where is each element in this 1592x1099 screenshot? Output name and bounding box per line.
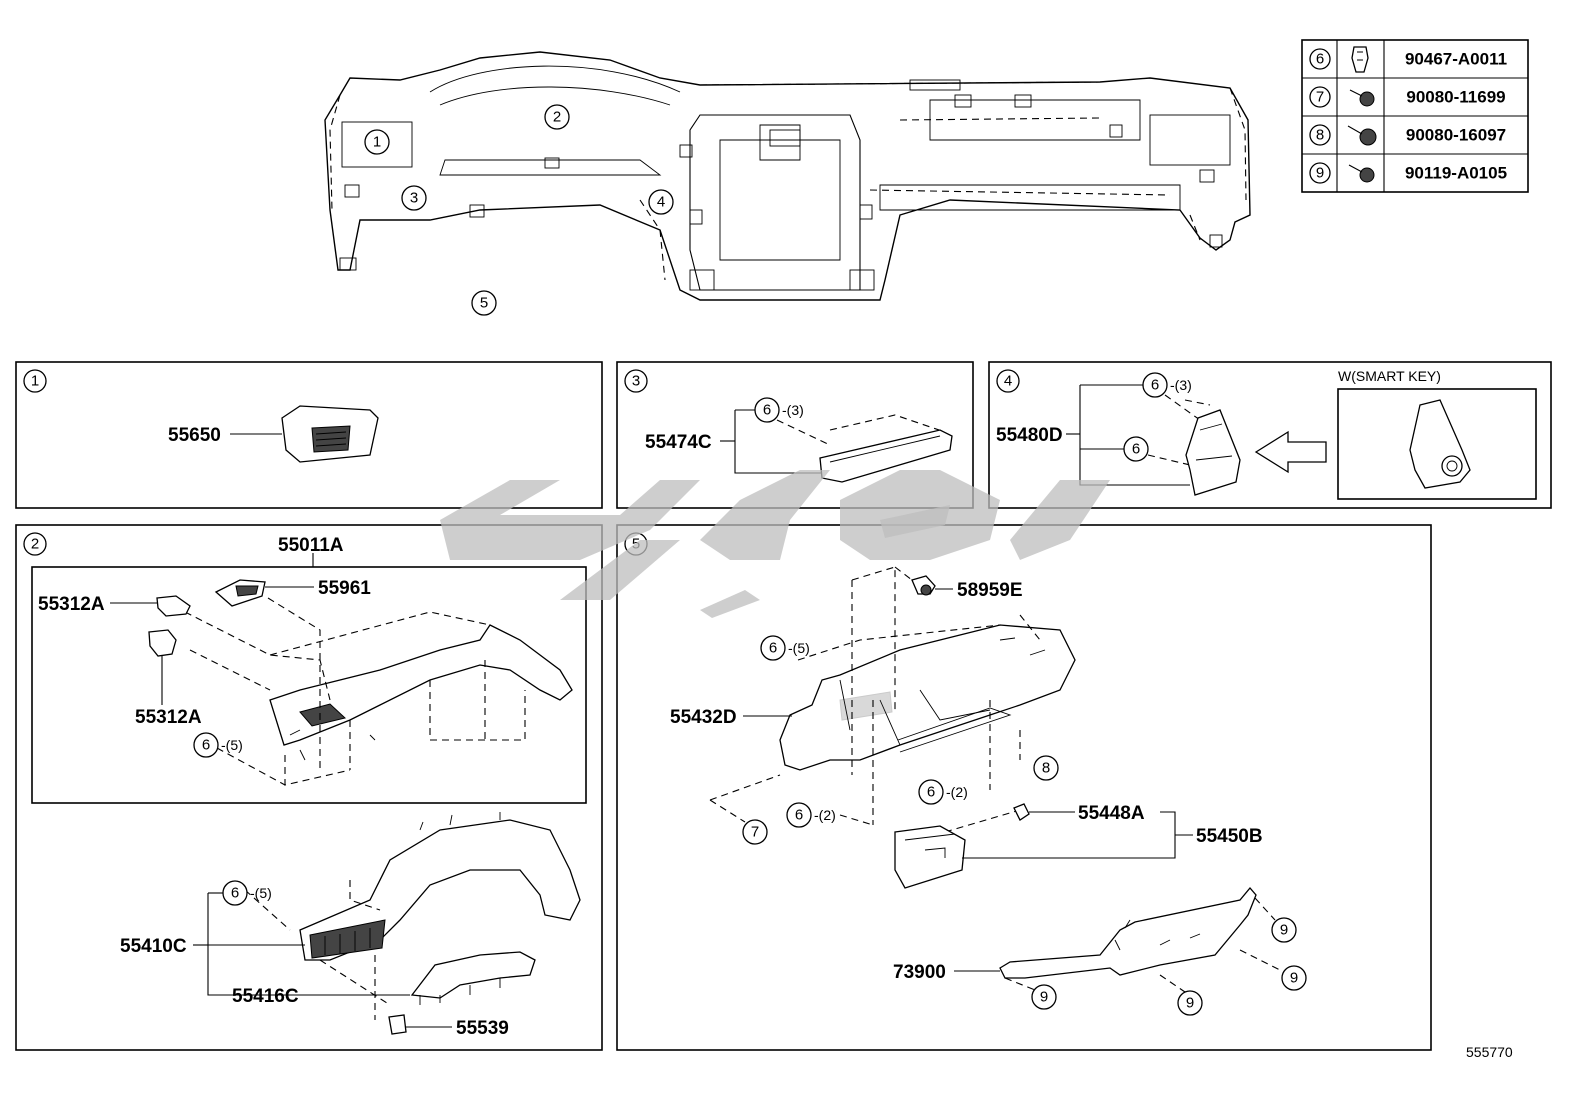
- svg-text:9: 9: [1290, 970, 1298, 987]
- svg-text:2: 2: [31, 536, 39, 553]
- fastener-row: 9 90119-A0105: [1309, 162, 1507, 184]
- overview-callout-4: 4: [648, 189, 674, 215]
- svg-text:5: 5: [480, 295, 488, 312]
- clip-part-55312a-side: [148, 629, 177, 657]
- svg-text:6: 6: [795, 807, 803, 824]
- svg-text:7: 7: [1316, 89, 1324, 106]
- screw-part-58959e: [911, 575, 936, 596]
- svg-text:-(5): -(5): [788, 640, 810, 656]
- variant-label: W(SMART KEY): [1338, 368, 1441, 384]
- brace-part: [999, 886, 1257, 979]
- part-label: 55416C: [232, 986, 299, 1007]
- glove-box-part: [894, 825, 966, 889]
- svg-text:6: 6: [231, 885, 239, 902]
- overview-callout-3: 3: [401, 185, 427, 211]
- panel-3-trim: 3 55474C 6 -(3): [616, 361, 974, 509]
- fastener-row: 8 90080-16097: [1309, 124, 1506, 146]
- part-label: 55474C: [645, 432, 712, 453]
- part-label: 55432D: [670, 707, 737, 728]
- svg-text:6: 6: [202, 737, 210, 754]
- svg-text:4: 4: [1004, 373, 1012, 390]
- watermark-logo: [440, 470, 1110, 618]
- svg-text:9: 9: [1040, 989, 1048, 1006]
- svg-text:6: 6: [1316, 51, 1324, 68]
- svg-text:-(3): -(3): [782, 402, 804, 418]
- overview-callout-2: 2: [544, 104, 570, 130]
- svg-text:90119-A0105: 90119-A0105: [1405, 164, 1507, 183]
- svg-text:9: 9: [1280, 922, 1288, 939]
- upper-pad-part: [269, 624, 573, 761]
- arrow-left-icon: [1254, 430, 1327, 474]
- lower-trim-part: [1185, 409, 1241, 496]
- clip-part-55312a-top: [156, 595, 191, 617]
- cluster-cover-part: [410, 951, 536, 1005]
- clip-icon: [1351, 46, 1369, 73]
- panel-5-lower-panel: 5 58959E 6 -(5) 55432D: [616, 524, 1432, 1051]
- svg-text:-(5): -(5): [250, 885, 272, 901]
- instrument-panel-overview: 1 2 3 4 5: [324, 51, 1251, 316]
- svg-text:7: 7: [751, 824, 759, 841]
- part-label: 55450B: [1196, 826, 1263, 847]
- bolt-icon: [1348, 164, 1375, 183]
- stopper-part-55448a: [1013, 803, 1030, 821]
- part-label: 58959E: [957, 580, 1023, 601]
- overview-callout-5: 5: [471, 290, 497, 316]
- fastener-row: 7 90080-11699: [1309, 86, 1506, 108]
- svg-text:1: 1: [373, 134, 381, 151]
- part-label: 55650: [168, 425, 221, 446]
- svg-text:3: 3: [632, 373, 640, 390]
- svg-text:-(2): -(2): [814, 807, 836, 823]
- smart-key-trim-part: [1409, 399, 1471, 489]
- vent-part: [281, 405, 379, 463]
- svg-text:8: 8: [1042, 760, 1050, 777]
- svg-text:8: 8: [1316, 127, 1324, 144]
- panel-4-lower-trim: 4 55480D 6 -(3) 6 W(SMART KEY): [988, 361, 1552, 509]
- part-label: 55312A: [38, 594, 105, 615]
- svg-text:9: 9: [1316, 165, 1324, 182]
- svg-text:4: 4: [657, 194, 665, 211]
- part-label: 55410C: [120, 936, 187, 957]
- svg-text:1: 1: [31, 373, 39, 390]
- svg-text:-(5): -(5): [221, 737, 243, 753]
- svg-text:90080-11699: 90080-11699: [1406, 88, 1505, 107]
- svg-text:-(3): -(3): [1170, 377, 1192, 393]
- svg-text:6: 6: [927, 784, 935, 801]
- fastener-row: 6 90467-A0011: [1309, 46, 1507, 73]
- svg-text:6: 6: [1151, 377, 1159, 394]
- clip-part-55539: [388, 1014, 407, 1035]
- svg-text:90080-16097: 90080-16097: [1406, 126, 1506, 145]
- screw-icon: [1347, 125, 1377, 146]
- part-label: 73900: [893, 962, 946, 983]
- lower-panel-part: [779, 624, 1076, 771]
- panel-2-upper-panel: 2 55011A 55312A 55961: [15, 524, 603, 1051]
- svg-text:90467-A0011: 90467-A0011: [1405, 50, 1507, 69]
- part-label: 55961: [318, 578, 371, 599]
- svg-text:6: 6: [1132, 441, 1140, 458]
- svg-text:-(2): -(2): [946, 784, 968, 800]
- panel-1-side-vent: 1 55650: [15, 361, 603, 509]
- screw-icon: [1349, 89, 1375, 107]
- part-label: 55448A: [1078, 803, 1145, 824]
- diagram-id: 555770: [1466, 1044, 1513, 1060]
- svg-text:3: 3: [410, 190, 418, 207]
- svg-text:6: 6: [763, 402, 771, 419]
- svg-text:6: 6: [769, 640, 777, 657]
- vent-part-55961: [214, 579, 266, 607]
- assembly-label: 55011A: [278, 535, 344, 556]
- svg-text:2: 2: [553, 109, 561, 126]
- part-label: 55312A: [135, 707, 202, 728]
- fastener-table: 6 90467-A0011 7 90080-11699 8 90080-1609: [1301, 39, 1529, 193]
- cluster-finish-panel-part: [299, 812, 581, 961]
- svg-text:9: 9: [1186, 995, 1194, 1012]
- part-label: 55480D: [996, 425, 1063, 446]
- overview-callout-1: 1: [364, 129, 390, 155]
- part-label: 55539: [456, 1018, 509, 1039]
